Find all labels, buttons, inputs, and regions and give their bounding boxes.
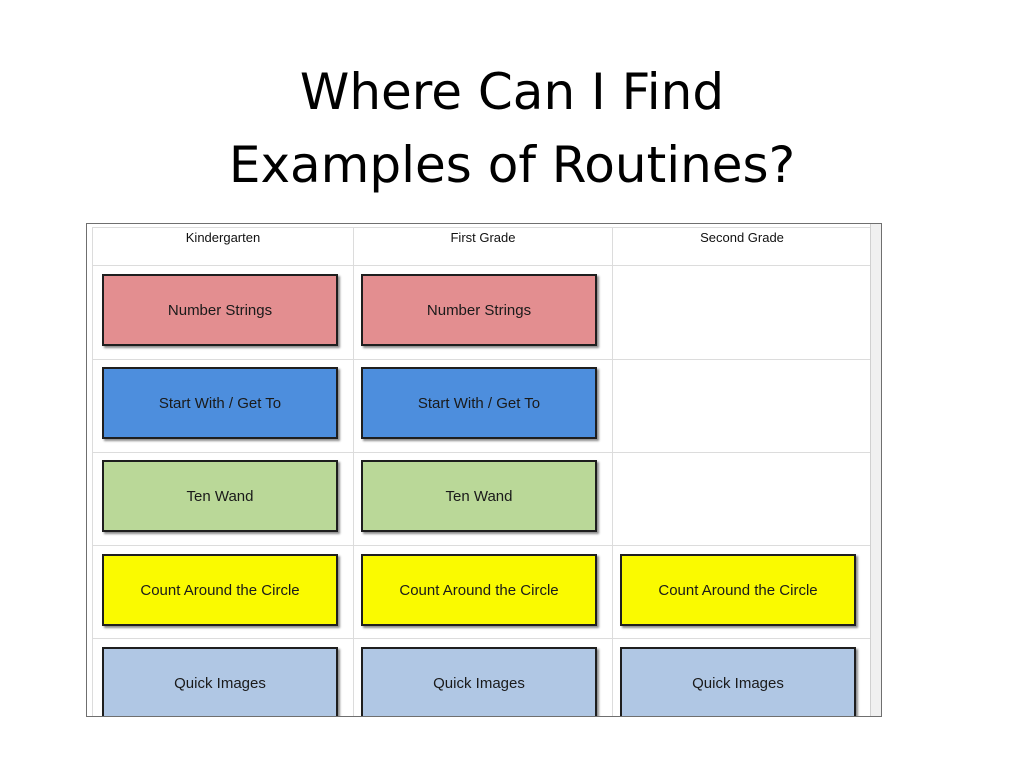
title-line-1: Where Can I Find — [299, 63, 725, 121]
routine-card-label: Quick Images — [174, 674, 266, 692]
routine-card-start-with-get-to-kindergarten[interactable]: Start With / Get To — [102, 367, 338, 439]
routine-card-number-strings-first-grade[interactable]: Number Strings — [361, 274, 597, 346]
routine-card-quick-images-first-grade[interactable]: Quick Images — [361, 647, 597, 716]
routine-card-label: Number Strings — [167, 301, 273, 319]
column-divider — [92, 227, 93, 716]
table-scroll-edge — [870, 224, 881, 716]
routine-card-count-around-the-circle-second-grade[interactable]: Count Around the Circle — [620, 554, 856, 626]
routine-card-label: Number Strings — [426, 301, 532, 319]
routine-card-label: Ten Wand — [186, 487, 254, 505]
row-divider — [92, 638, 872, 639]
row-divider — [92, 265, 872, 266]
row-divider — [92, 452, 872, 453]
routine-card-ten-wand-kindergarten[interactable]: Ten Wand — [102, 460, 338, 532]
routine-card-label: Count Around the Circle — [658, 581, 818, 599]
routine-card-count-around-the-circle-first-grade[interactable]: Count Around the Circle — [361, 554, 597, 626]
routine-card-quick-images-second-grade[interactable]: Quick Images — [620, 647, 856, 716]
routine-card-number-strings-kindergarten[interactable]: Number Strings — [102, 274, 338, 346]
column-header-second-grade: Second Grade — [700, 230, 784, 245]
column-divider — [612, 227, 613, 716]
slide-title: Where Can I Find Examples of Routines? — [0, 56, 1024, 202]
column-divider — [353, 227, 354, 716]
column-header-first-grade: First Grade — [450, 230, 516, 245]
routine-card-start-with-get-to-first-grade[interactable]: Start With / Get To — [361, 367, 597, 439]
routine-card-ten-wand-first-grade[interactable]: Ten Wand — [361, 460, 597, 532]
routine-card-label: Ten Wand — [445, 487, 513, 505]
routine-card-label: Start With / Get To — [158, 394, 282, 412]
row-divider — [92, 359, 872, 360]
title-line-2: Examples of Routines? — [228, 136, 796, 194]
routine-card-quick-images-kindergarten[interactable]: Quick Images — [102, 647, 338, 716]
row-divider — [92, 545, 872, 546]
routine-card-label: Quick Images — [692, 674, 784, 692]
routine-card-count-around-the-circle-kindergarten[interactable]: Count Around the Circle — [102, 554, 338, 626]
row-divider — [92, 227, 872, 228]
routine-card-label: Start With / Get To — [417, 394, 541, 412]
routines-table: Kindergarten First Grade Second Grade Nu… — [86, 223, 882, 717]
routine-card-label: Count Around the Circle — [140, 581, 300, 599]
routine-card-label: Count Around the Circle — [399, 581, 559, 599]
column-header-kindergarten: Kindergarten — [185, 230, 261, 245]
routine-card-label: Quick Images — [433, 674, 525, 692]
